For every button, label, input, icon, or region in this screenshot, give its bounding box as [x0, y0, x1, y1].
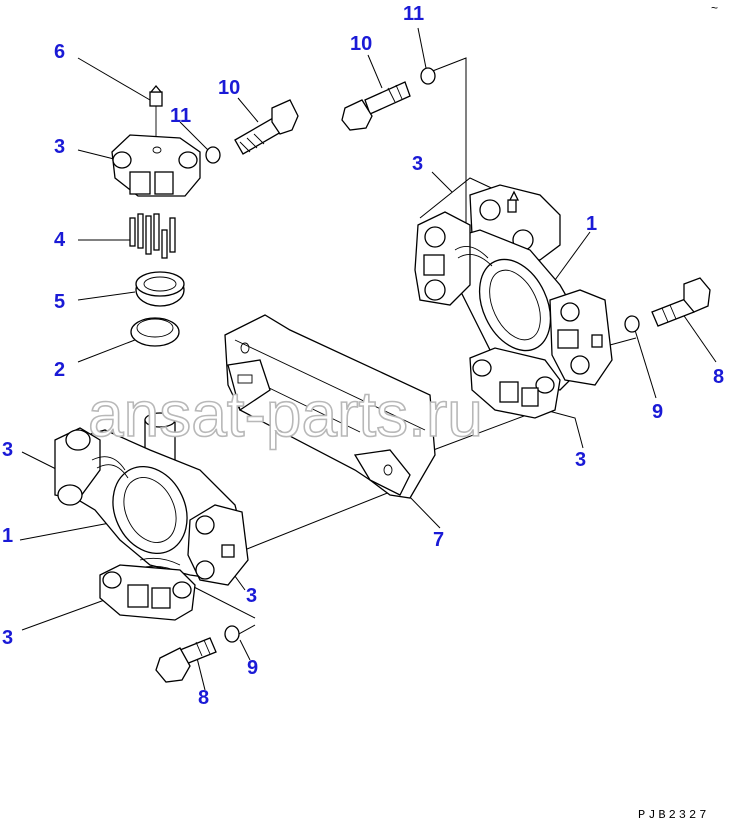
- callout-6: 6: [54, 41, 65, 63]
- callout-3: 3: [412, 153, 423, 175]
- bearing-cap-left-upper: [111, 134, 201, 197]
- bearing-cap-left-lower: [99, 564, 196, 621]
- callout-3: 3: [246, 585, 257, 607]
- bolt-left-lower: [155, 637, 217, 683]
- bearing-cap-right-lower: [469, 347, 561, 419]
- drive-shaft-center: [224, 314, 436, 499]
- seal: [130, 317, 180, 347]
- grease-fitting-left: [149, 84, 163, 150]
- callout-11: 11: [403, 3, 424, 25]
- callout-3: 3: [2, 627, 13, 649]
- callout-7: 7: [433, 529, 444, 551]
- drawing-code: PJB2327: [638, 808, 709, 822]
- callout-8: 8: [198, 687, 209, 709]
- callout-4: 4: [54, 229, 66, 251]
- callout-9: 9: [652, 401, 663, 423]
- callout-1: 1: [586, 213, 597, 235]
- spider-cross-right: [414, 184, 613, 391]
- callout-3: 3: [2, 439, 13, 461]
- needle-rollers: [129, 213, 176, 259]
- corner-mark: ~: [711, 1, 718, 15]
- washer-left-lower: [224, 625, 240, 643]
- callout-1: 1: [2, 525, 13, 547]
- callout-3: 3: [54, 136, 65, 158]
- callout-9: 9: [247, 657, 258, 679]
- bolt-right-upper: [341, 81, 411, 131]
- bolt-right: [651, 277, 711, 327]
- callout-5: 5: [54, 291, 65, 313]
- spider-cross-left: [54, 412, 249, 586]
- callout-11: 11: [170, 105, 191, 127]
- callout-10: 10: [218, 77, 240, 99]
- callout-10: 10: [350, 33, 372, 55]
- bearing: [135, 271, 185, 307]
- bolt-left-upper: [234, 99, 299, 155]
- callouts: 6 3 4 5 2 10 11 10 11 3 1 8 9 3 3 1 7 3 …: [2, 3, 724, 709]
- callout-3: 3: [575, 449, 586, 471]
- washer-right-upper: [420, 67, 436, 85]
- watermark: ansat-parts.ru: [88, 378, 483, 450]
- callout-2: 2: [54, 359, 65, 381]
- washer-right: [624, 315, 640, 333]
- washer-left-upper: [205, 146, 221, 164]
- callout-8: 8: [713, 366, 724, 388]
